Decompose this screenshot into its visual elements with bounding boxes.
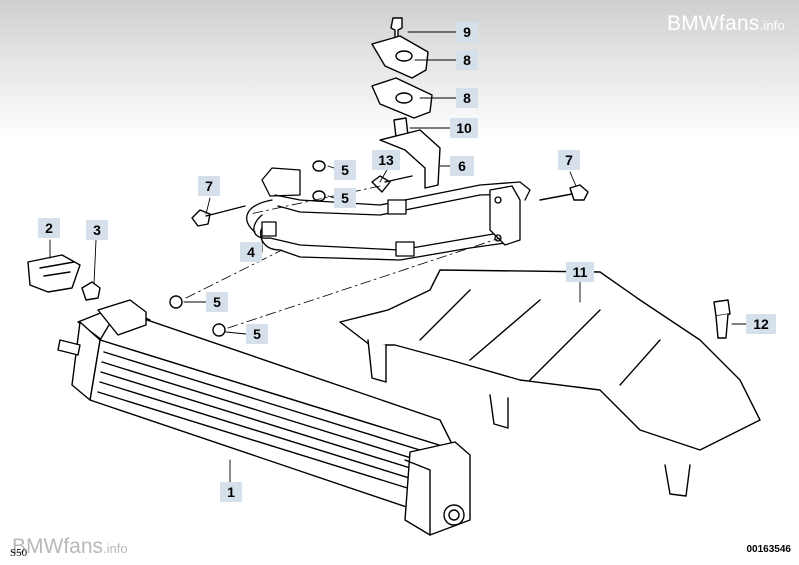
o-rings — [169, 160, 326, 337]
callout-8a-text: 8 — [463, 52, 471, 68]
callout-13-text: 13 — [378, 152, 394, 168]
callout-5d: 5 — [246, 324, 268, 344]
callout-5b-text: 5 — [341, 190, 349, 206]
callout-8b: 8 — [456, 88, 478, 108]
callout-11: 11 — [566, 262, 594, 282]
bolt-12 — [713, 299, 731, 339]
corner-code: S50 — [10, 547, 28, 559]
callout-12: 12 — [746, 314, 776, 334]
watermark-top-brand: BMWfans — [667, 12, 760, 35]
callout-2: 2 — [38, 218, 60, 238]
callout-5b: 5 — [334, 188, 356, 208]
leader-lines — [49, 31, 747, 485]
bracket-assembly — [371, 17, 441, 193]
callout-1-text: 1 — [227, 484, 235, 500]
callout-5d-text: 5 — [253, 326, 261, 342]
callout-8a: 8 — [456, 50, 478, 70]
callout-5c: 5 — [206, 292, 228, 312]
watermark-bottom: BMWfans.info — [12, 535, 128, 559]
callout-1: 1 — [220, 482, 242, 502]
callout-7a: 7 — [198, 176, 220, 196]
callout-7b-text: 7 — [565, 152, 573, 168]
watermark-bottom-brand: BMWfans — [12, 535, 104, 558]
callout-9-text: 9 — [463, 24, 471, 40]
callout-3-text: 3 — [93, 222, 101, 238]
callout-7a-text: 7 — [205, 178, 213, 194]
callout-10: 10 — [450, 118, 478, 138]
bolts — [191, 184, 589, 227]
callout-12-text: 12 — [753, 316, 769, 332]
oil-cooler — [57, 299, 471, 536]
callout-8b-text: 8 — [463, 90, 471, 106]
callout-2-text: 2 — [45, 220, 53, 236]
watermark-top-domain: .info — [759, 18, 785, 33]
callout-9: 9 — [456, 22, 478, 42]
callout-6-text: 6 — [458, 158, 466, 174]
callout-5a-text: 5 — [341, 162, 349, 178]
callout-10-text: 10 — [456, 120, 472, 136]
mount-and-bolt — [27, 254, 101, 301]
callout-11-text: 11 — [573, 264, 588, 280]
alignment-lines — [185, 185, 501, 329]
callout-5c-text: 5 — [213, 294, 221, 310]
callout-4-text: 4 — [247, 244, 255, 260]
callout-7b: 7 — [558, 150, 580, 170]
callout-6: 6 — [450, 156, 474, 176]
diagram-code: 00163546 — [746, 544, 792, 555]
callout-4: 4 — [240, 242, 262, 262]
guard-panel — [339, 269, 761, 497]
callout-5a: 5 — [334, 160, 356, 180]
callout-3: 3 — [86, 220, 108, 240]
watermark-top: BMWfans.info — [667, 12, 785, 36]
watermark-bottom-domain: .info — [103, 541, 128, 556]
oil-lines — [246, 167, 531, 261]
callout-13: 13 — [372, 150, 400, 170]
